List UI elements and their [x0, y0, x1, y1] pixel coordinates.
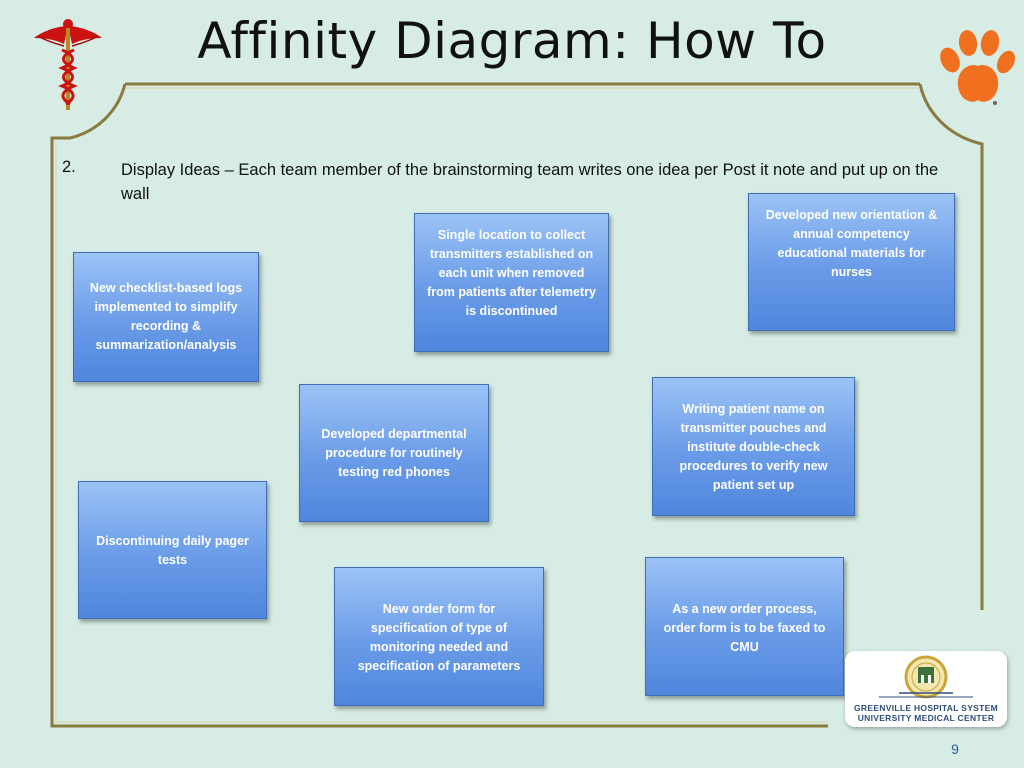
sticky-note: Writing patient name on transmitter pouc… [652, 377, 855, 516]
sticky-note: New checklist-based logs implemented to … [73, 252, 259, 382]
sticky-note: As a new order process, order form is to… [645, 557, 844, 696]
sticky-note: Developed departmental procedure for rou… [299, 384, 489, 522]
hospital-logo: GREENVILLE HOSPITAL SYSTEM UNIVERSITY ME… [845, 651, 1007, 727]
list-item-number: 2. [62, 158, 76, 176]
sticky-note: Discontinuing daily pager tests [78, 481, 267, 619]
slide-title: Affinity Diagram: How To [197, 12, 827, 70]
hospital-seal-icon [879, 655, 973, 699]
list-item-text: Display Ideas – Each team member of the … [121, 161, 939, 203]
sticky-note: New order form for specification of type… [334, 567, 544, 706]
logo-line-1: GREENVILLE HOSPITAL SYSTEM [854, 703, 998, 713]
sticky-note: Single location to collect transmitters … [414, 213, 609, 352]
caduceus-icon [34, 19, 102, 110]
page-number: 9 [951, 741, 959, 757]
tiger-paw-icon [940, 30, 1016, 105]
sticky-note: Developed new orientation & annual compe… [748, 193, 955, 331]
logo-line-2: UNIVERSITY MEDICAL CENTER [857, 713, 995, 723]
